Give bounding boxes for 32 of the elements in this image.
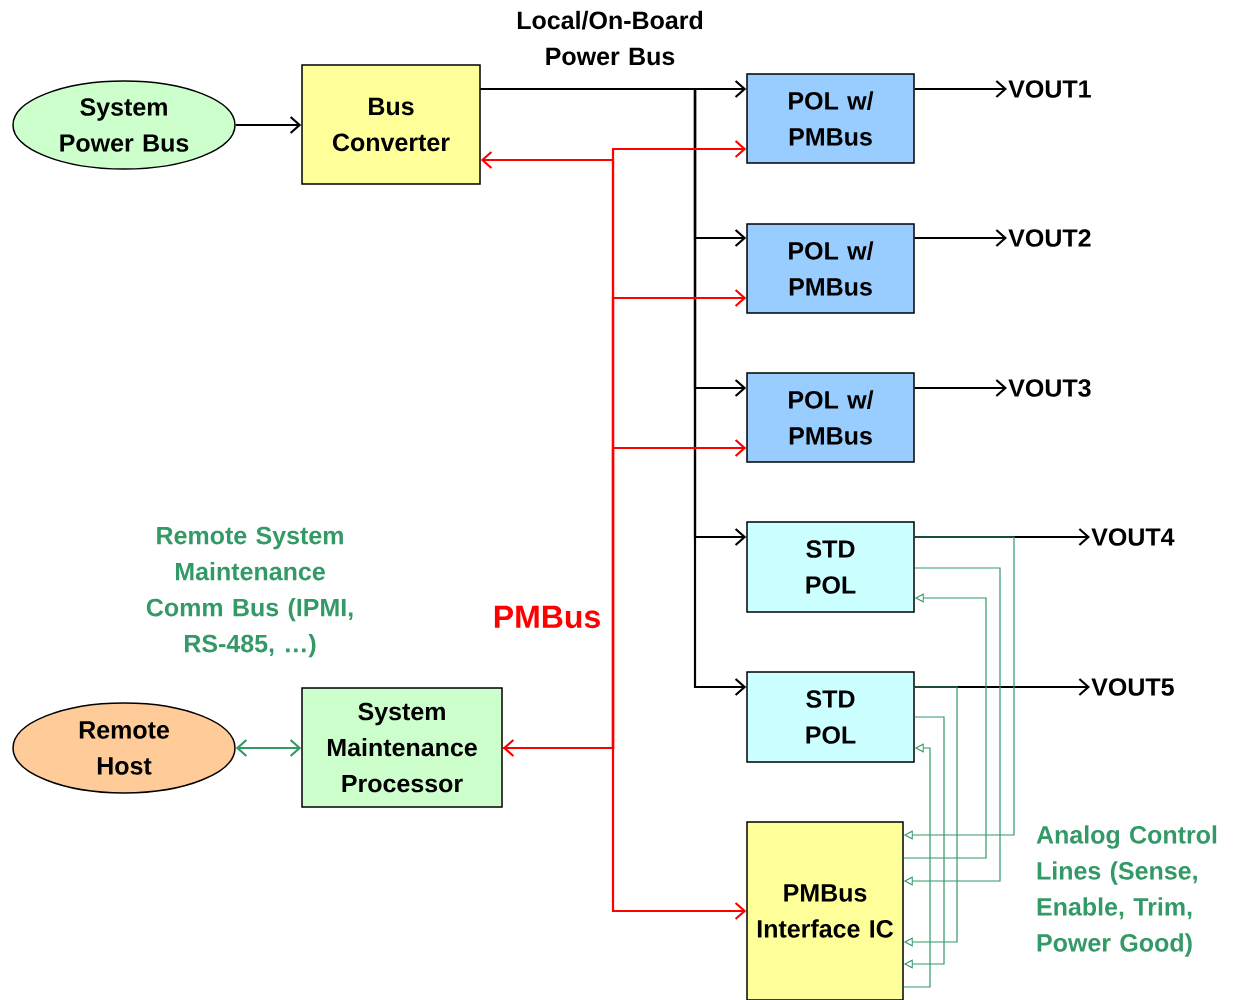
arrow bbox=[904, 567, 1001, 886]
interface-box: PMBus Interface IC bbox=[746, 821, 904, 1000]
ellipse-node: Remote Host bbox=[12, 702, 236, 794]
bus-label: Local/On-Board Power Bus bbox=[517, 10, 703, 66]
arrow bbox=[502, 739, 747, 920]
output-label: VOUT2 bbox=[1008, 229, 1091, 247]
ellipse-node: System Power Bus bbox=[12, 80, 236, 170]
pol-box: POL w/ PMBus bbox=[746, 223, 915, 314]
arrow bbox=[914, 229, 1007, 247]
arrow bbox=[914, 379, 1007, 397]
arrow bbox=[904, 716, 945, 969]
arrow bbox=[914, 80, 1007, 98]
note-label: Analog Control Lines (Sense, Enable, Trim, Power Good) bbox=[1036, 825, 1217, 957]
output-label: VOUT5 bbox=[1091, 678, 1174, 696]
output-label: VOUT1 bbox=[1008, 80, 1091, 98]
arrow bbox=[904, 686, 958, 947]
pol-box: POL w/ PMBus bbox=[746, 372, 915, 463]
output-label: VOUT3 bbox=[1008, 379, 1091, 397]
bus-label: Remote System Maintenance Comm Bus (IPMI, RS-485, …) bbox=[146, 526, 353, 658]
converter-box: Bus Converter bbox=[301, 64, 481, 185]
arrow bbox=[903, 743, 931, 988]
arrow bbox=[235, 116, 302, 134]
processor-box: System Maintenance Processor bbox=[301, 687, 503, 808]
arrow bbox=[903, 593, 987, 859]
pol-box: POL w/ PMBus bbox=[746, 73, 915, 164]
output-label: VOUT4 bbox=[1091, 528, 1175, 546]
arrow bbox=[235, 739, 302, 757]
pol-box: STD POL bbox=[746, 671, 915, 763]
arrow bbox=[904, 536, 1015, 840]
bus-label: PMBus bbox=[494, 605, 600, 629]
pol-box: STD POL bbox=[746, 521, 915, 613]
arrow bbox=[480, 87, 747, 696]
